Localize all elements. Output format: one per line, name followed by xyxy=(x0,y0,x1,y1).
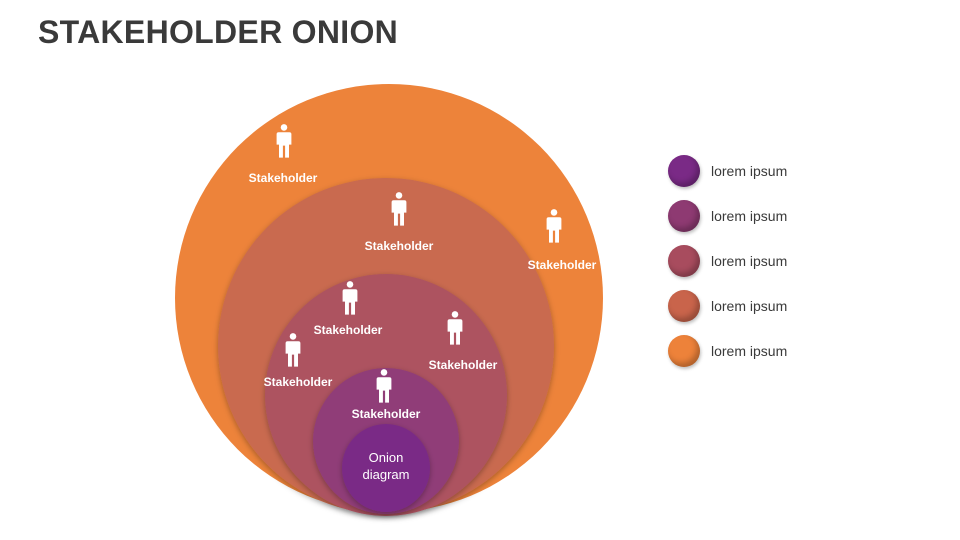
legend-label: lorem ipsum xyxy=(711,163,788,179)
stakeholder-5: Stakeholder xyxy=(429,311,498,372)
legend-swatch xyxy=(668,155,700,187)
legend-swatch xyxy=(668,245,700,277)
legend-label: lorem ipsum xyxy=(711,253,788,269)
legend-item: lorem ipsum xyxy=(668,245,868,279)
stakeholder-1: Stakeholder xyxy=(249,124,318,185)
legend-label: lorem ipsum xyxy=(711,208,788,224)
onion-core xyxy=(342,424,430,512)
legend-item: lorem ipsum xyxy=(668,155,868,189)
legend-swatch xyxy=(668,335,700,367)
stakeholder-6: Stakeholder xyxy=(264,333,333,389)
stakeholder-label: Stakeholder xyxy=(352,407,421,421)
legend-item: lorem ipsum xyxy=(668,290,868,324)
legend-label: lorem ipsum xyxy=(711,298,788,314)
legend-item: lorem ipsum xyxy=(668,335,868,369)
stakeholder-2: Stakeholder xyxy=(365,192,434,253)
legend-swatch xyxy=(668,200,700,232)
page-title: STAKEHOLDER ONION xyxy=(38,14,399,50)
legend-swatch xyxy=(668,290,700,322)
stakeholder-3: Stakeholder xyxy=(528,209,597,272)
stakeholder-label: Stakeholder xyxy=(249,171,318,185)
center-label-line-1: Onion xyxy=(369,450,404,465)
stakeholder-label: Stakeholder xyxy=(365,239,434,253)
stakeholder-label: Stakeholder xyxy=(314,323,383,337)
stakeholder-4: Stakeholder xyxy=(314,281,383,337)
stakeholder-label: Stakeholder xyxy=(528,258,597,272)
legend-item: lorem ipsum xyxy=(668,200,868,234)
stakeholder-7: Stakeholder xyxy=(352,369,421,421)
legend-label: lorem ipsum xyxy=(711,343,788,359)
center-label-line-2: diagram xyxy=(363,467,410,482)
stakeholder-label: Stakeholder xyxy=(429,358,498,372)
stakeholder-label: Stakeholder xyxy=(264,375,333,389)
